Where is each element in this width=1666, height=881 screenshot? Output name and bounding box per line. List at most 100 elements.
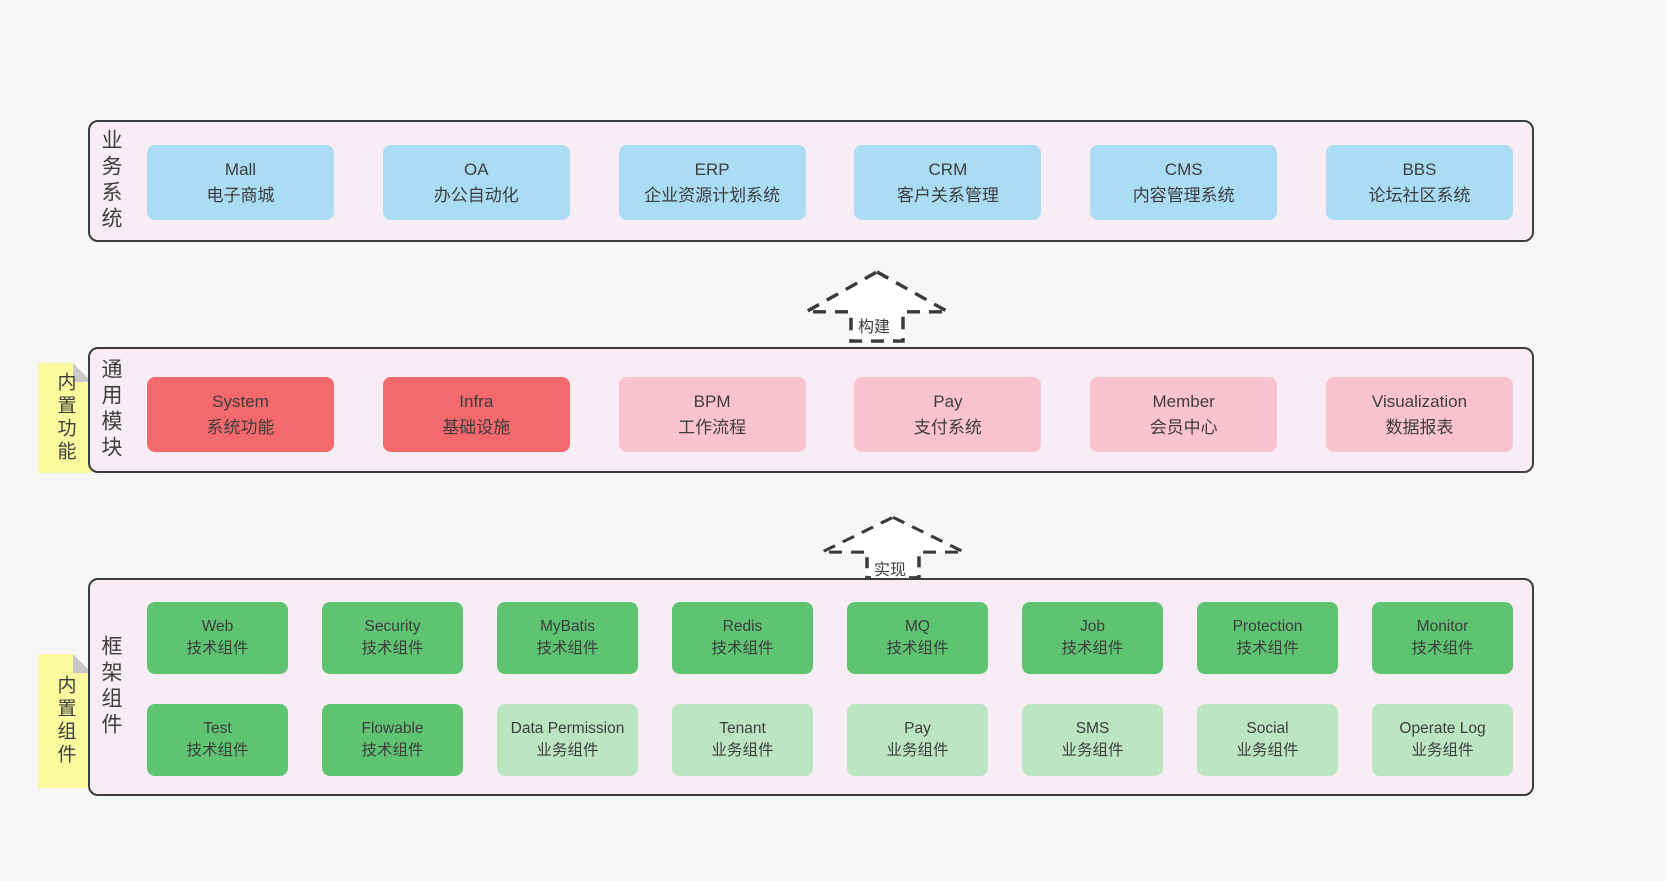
diagram-box-erp: ERP 企业资源计划系统 xyxy=(618,145,806,220)
box-desc: 技术组件 xyxy=(186,742,249,759)
box-name: BPM xyxy=(693,392,731,411)
box-name: MyBatis xyxy=(539,618,596,635)
box-name: Social xyxy=(1246,720,1289,737)
box-row: Test 技术组件 Flowable 技术组件 Data Permission … xyxy=(147,704,1513,776)
panel-framework-components: 框架组件 Web 技术组件 Security 技术组件 MyBatis 技术组件… xyxy=(88,578,1534,796)
diagram-box-mq: MQ 技术组件 xyxy=(847,602,988,674)
box-name: Redis xyxy=(722,618,763,635)
box-desc: 技术组件 xyxy=(361,742,424,759)
diagram-box-web: Web 技术组件 xyxy=(147,602,288,674)
box-name: SMS xyxy=(1075,720,1110,737)
diagram-box-crm: CRM 客户关系管理 xyxy=(854,145,1042,220)
box-row: System 系统功能 Infra 基础设施 BPM 工作流程 Pay 支付系统… xyxy=(147,377,1513,452)
box-name: ERP xyxy=(694,160,730,179)
box-desc: 系统功能 xyxy=(206,417,275,437)
box-desc: 业务组件 xyxy=(1236,742,1299,759)
box-desc: 技术组件 xyxy=(886,640,949,657)
box-name: Member xyxy=(1152,392,1215,411)
box-desc: 技术组件 xyxy=(1236,640,1299,657)
panel-side-label: 框架组件 xyxy=(99,635,122,739)
box-row: Web 技术组件 Security 技术组件 MyBatis 技术组件 Redi… xyxy=(147,602,1513,674)
box-name: Data Permission xyxy=(510,720,625,737)
box-desc: 技术组件 xyxy=(1061,640,1124,657)
diagram-box-redis: Redis 技术组件 xyxy=(672,602,813,674)
diagram-box-bpm: BPM 工作流程 xyxy=(618,377,806,452)
box-desc: 业务组件 xyxy=(536,742,599,759)
diagram-box-test: Test 技术组件 xyxy=(147,704,288,776)
box-desc: 技术组件 xyxy=(1411,640,1474,657)
box-desc: 电子商城 xyxy=(206,185,275,205)
arrow-label: 实现 xyxy=(870,556,909,580)
panel-business-systems: 业务系统 Mall 电子商城 OA 办公自动化 ERP 企业资源计划系统 CRM… xyxy=(88,120,1534,242)
box-desc: 数据报表 xyxy=(1385,417,1454,437)
box-name: Flowable xyxy=(361,720,424,737)
diagram-box-social: Social 业务组件 xyxy=(1197,704,1338,776)
box-name: Test xyxy=(203,720,232,737)
sticky-note-built-in-functions: 内置功能 xyxy=(38,363,92,473)
box-desc: 客户关系管理 xyxy=(896,185,999,205)
diagram-box-infra: Infra 基础设施 xyxy=(382,377,570,452)
panel-side-label: 业务系统 xyxy=(99,129,122,233)
box-name: OA xyxy=(464,160,489,179)
diagram-box-operate-log: Operate Log 业务组件 xyxy=(1372,704,1513,776)
box-desc: 支付系统 xyxy=(913,417,982,437)
box-name: Web xyxy=(201,618,234,635)
box-name: Monitor xyxy=(1416,618,1469,635)
box-name: Protection xyxy=(1232,618,1303,635)
box-name: CMS xyxy=(1164,160,1203,179)
panel-side-label: 通用模块 xyxy=(99,358,122,462)
diagram-box-flowable: Flowable 技术组件 xyxy=(322,704,463,776)
box-name: Pay xyxy=(904,720,931,737)
panel-common-modules: 通用模块 System 系统功能 Infra 基础设施 BPM 工作流程 Pay… xyxy=(88,347,1534,473)
box-desc: 内容管理系统 xyxy=(1132,185,1235,205)
diagram-box-oa: OA 办公自动化 xyxy=(382,145,570,220)
box-desc: 会员中心 xyxy=(1149,417,1218,437)
diagram-box-job: Job 技术组件 xyxy=(1022,602,1163,674)
box-desc: 业务组件 xyxy=(1061,742,1124,759)
box-name: Tenant xyxy=(719,720,766,737)
box-name: Security xyxy=(364,618,421,635)
box-desc: 业务组件 xyxy=(1411,742,1474,759)
diagram-box-sms: SMS 业务组件 xyxy=(1022,704,1163,776)
box-name: CRM xyxy=(928,160,968,179)
up-arrow-icon xyxy=(802,269,952,343)
diagram-box-visualization: Visualization 数据报表 xyxy=(1325,377,1513,452)
arrow-label: 构建 xyxy=(854,313,893,337)
box-desc: 工作流程 xyxy=(678,417,747,437)
box-desc: 业务组件 xyxy=(711,742,774,759)
box-name: Operate Log xyxy=(1399,720,1486,737)
diagram-box-cms: CMS 内容管理系统 xyxy=(1090,145,1278,220)
sticky-note-built-in-components: 内置组件 xyxy=(38,654,92,788)
box-name: BBS xyxy=(1402,160,1437,179)
box-desc: 论坛社区系统 xyxy=(1368,185,1471,205)
box-name: Visualization xyxy=(1371,392,1468,411)
box-desc: 业务组件 xyxy=(886,742,949,759)
box-desc: 企业资源计划系统 xyxy=(644,185,781,205)
box-desc: 技术组件 xyxy=(711,640,774,657)
diagram-box-mall: Mall 电子商城 xyxy=(147,145,334,220)
diagram-box-monitor: Monitor 技术组件 xyxy=(1372,602,1513,674)
diagram-box-protection: Protection 技术组件 xyxy=(1197,602,1338,674)
box-name: Mall xyxy=(224,160,257,179)
box-row: Mall 电子商城 OA 办公自动化 ERP 企业资源计划系统 CRM 客户关系… xyxy=(147,145,1513,220)
box-desc: 基础设施 xyxy=(442,417,511,437)
sticky-note-label: 内置功能 xyxy=(54,372,76,464)
box-desc: 技术组件 xyxy=(536,640,599,657)
box-name: Job xyxy=(1080,618,1105,635)
box-desc: 技术组件 xyxy=(186,640,249,657)
diagram-box-member: Member 会员中心 xyxy=(1090,377,1278,452)
diagram-box-system: System 系统功能 xyxy=(147,377,334,452)
diagram-box-bbs: BBS 论坛社区系统 xyxy=(1325,145,1513,220)
box-name: Infra xyxy=(459,392,494,411)
dashed-up-arrow-implement: 实现 xyxy=(818,513,968,581)
diagram-box-security: Security 技术组件 xyxy=(322,602,463,674)
diagram-box-data-permission: Data Permission 业务组件 xyxy=(497,704,638,776)
box-desc: 办公自动化 xyxy=(433,185,519,205)
box-name: System xyxy=(212,392,269,411)
diagram-box-pay: Pay 支付系统 xyxy=(854,377,1042,452)
dashed-up-arrow-build: 构建 xyxy=(802,267,952,345)
diagram-box-pay-biz: Pay 业务组件 xyxy=(847,704,988,776)
diagram-box-tenant: Tenant 业务组件 xyxy=(672,704,813,776)
box-desc: 技术组件 xyxy=(361,640,424,657)
sticky-note-label: 内置组件 xyxy=(54,675,76,767)
